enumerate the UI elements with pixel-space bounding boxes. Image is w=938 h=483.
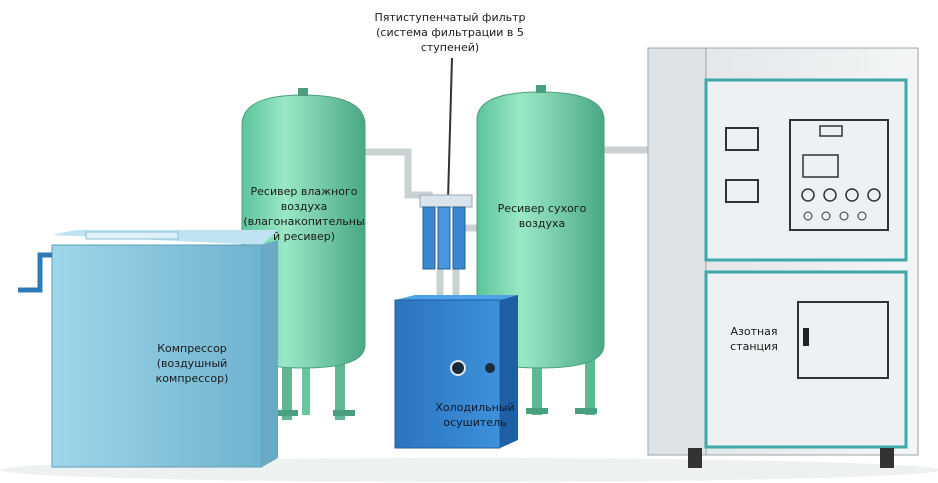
nitrogen-station-cabinet xyxy=(647,47,919,468)
compressor-label: Компрессор (воздушный компрессор) xyxy=(155,342,229,385)
dry-receiver-label: Ресивер сухого воздуха xyxy=(497,202,587,230)
dryer-label: Холодильный осушитель xyxy=(435,401,515,429)
wet-receiver-label: Ресивер влажного воздуха (влагонакопител… xyxy=(243,185,365,243)
filter-label: Пятиступенчатый фильтр (система фильтрац… xyxy=(374,11,526,54)
five-stage-filter xyxy=(419,57,473,270)
refrigerated-dryer xyxy=(394,295,518,449)
nitrogen-station-label: Азотная станция xyxy=(730,325,778,353)
compressor xyxy=(18,230,278,468)
